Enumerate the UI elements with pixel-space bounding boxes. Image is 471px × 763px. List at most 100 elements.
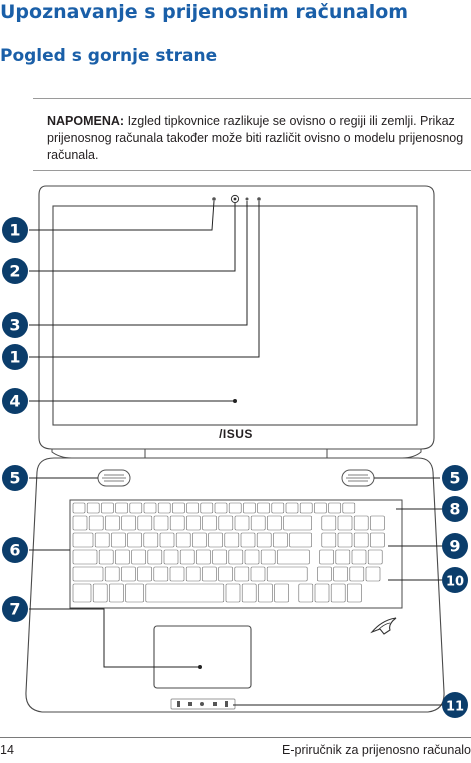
keyboard-key <box>131 549 146 565</box>
keyboard-key <box>143 502 157 514</box>
keyboard-key <box>153 566 169 582</box>
keyboard-key <box>163 549 179 565</box>
keyboard-key <box>228 549 244 565</box>
callout-number: 11 <box>446 700 464 715</box>
callout-badge <box>442 533 468 559</box>
keyboard-key <box>72 515 88 531</box>
keyboard-key <box>277 549 310 565</box>
keyboard-key <box>109 583 124 603</box>
callout-number: 1 <box>9 221 20 240</box>
keyboard-key <box>250 566 266 582</box>
callout-badge <box>442 496 468 522</box>
keyboard-key <box>225 583 241 603</box>
keyboard-key <box>169 566 185 582</box>
brand-logo: /ISUS <box>219 427 253 441</box>
keyboard-key <box>196 549 211 565</box>
left-hinge <box>51 449 146 459</box>
keyboard-key <box>289 532 312 548</box>
keyboard-key <box>342 502 356 514</box>
keyboard-key <box>172 502 185 514</box>
keyboard-key <box>234 566 250 582</box>
keyboard-key <box>147 549 163 565</box>
keyboard-key <box>137 515 153 531</box>
keyboard-key <box>125 583 144 603</box>
keyboard-key <box>274 583 289 603</box>
manual-title: E-priručnik za prijenosno računalo <box>282 743 471 757</box>
keyboard-key <box>137 566 152 582</box>
keyboard-key <box>175 532 191 548</box>
keyboard-key <box>186 502 199 514</box>
keyboard-key <box>328 502 341 514</box>
callout-number: 5 <box>9 469 20 488</box>
keyboard-key <box>347 583 362 603</box>
keyboard-key <box>234 515 250 531</box>
rog-logo <box>370 617 397 635</box>
keyboard-key <box>157 502 171 514</box>
keyboard-key <box>212 549 227 565</box>
keyboard-key <box>192 532 207 548</box>
keyboard-key <box>72 502 86 514</box>
callout-badge <box>2 537 28 563</box>
section-subheading: Pogled s gornje strane <box>0 46 218 66</box>
keyboard-key <box>153 515 169 531</box>
keyboard-key <box>271 502 285 514</box>
microphone-right-icon <box>257 197 261 201</box>
keyboard-key <box>121 515 136 531</box>
laptop-top-view-illustration: /ISUS <box>2 185 468 718</box>
microphone-left-icon <box>212 197 216 201</box>
callout-number: 2 <box>9 262 20 281</box>
keyboard-key <box>299 502 313 514</box>
page-number: 14 <box>0 743 14 757</box>
keyboard-key <box>337 515 353 531</box>
keyboard-key <box>145 583 225 603</box>
callout-number: 1 <box>9 348 20 367</box>
keyboard-key <box>317 566 332 582</box>
callout-badge <box>442 567 468 593</box>
callout-badge <box>442 692 468 718</box>
keyboard-key <box>218 566 233 582</box>
footer-rule <box>0 737 471 738</box>
keyboard-key <box>250 515 266 531</box>
keyboard-key <box>214 502 228 514</box>
keyboard-key <box>228 502 242 514</box>
keyboard-key <box>94 532 110 548</box>
callout-number: 9 <box>449 537 460 556</box>
keyboard-key <box>314 502 327 514</box>
keyboard-key <box>143 532 159 548</box>
keyboard-key <box>241 583 257 603</box>
keyboard-key <box>298 583 314 603</box>
keyboard-key <box>208 532 223 548</box>
keyboard-key <box>72 566 104 582</box>
keyboard-key <box>349 566 365 582</box>
note-label: NAPOMENA: <box>47 114 125 128</box>
keyboard-key <box>200 502 214 514</box>
keyboard-key <box>115 502 128 514</box>
keyboard-key <box>370 532 385 548</box>
keyboard-key <box>335 549 351 565</box>
keyboard-key <box>92 583 108 603</box>
keyboard-key <box>129 502 143 514</box>
note-block: NAPOMENA: Izgled tipkovnice razlikuje se… <box>47 113 467 164</box>
callout-number: 5 <box>449 469 460 488</box>
keyboard-key <box>333 566 348 582</box>
callout-badge <box>2 312 28 338</box>
keyboard-key <box>353 532 369 548</box>
keyboard-key <box>185 566 201 582</box>
callout-badge <box>442 465 468 491</box>
keyboard-key <box>98 549 114 565</box>
callout-badge <box>2 388 28 414</box>
keyboard-key <box>283 515 312 531</box>
keyboard-key <box>351 549 367 565</box>
keyboard-key <box>159 532 175 548</box>
note-top-rule <box>33 98 471 99</box>
keyboard-key <box>257 502 270 514</box>
keyboard-key <box>353 515 369 531</box>
callout-number: 10 <box>446 575 464 590</box>
keyboard-key <box>72 532 94 548</box>
keyboard-key <box>243 502 256 514</box>
keyboard-key <box>72 583 92 603</box>
keyboard-key <box>367 549 383 565</box>
status-indicator-icons <box>177 701 228 707</box>
keyboard-key <box>258 583 273 603</box>
